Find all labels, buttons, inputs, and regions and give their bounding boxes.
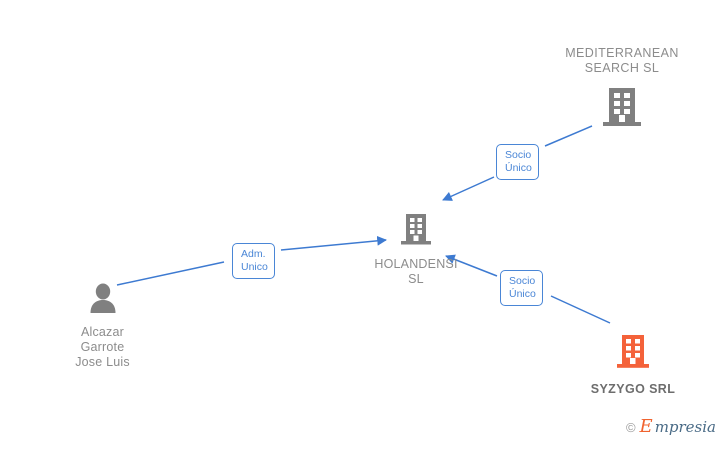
relation-label-adm-unico-person[interactable]: Adm. Unico <box>232 243 275 279</box>
building-icon <box>400 212 432 251</box>
brand-initial: E <box>639 416 653 437</box>
copyright-icon: © <box>625 419 636 435</box>
node-label-holandensi: HOLANDENSI SL <box>374 257 458 286</box>
node-label-mediterranean: MEDITERRANEAN SEARCH SL <box>565 46 679 75</box>
node-label-person: Alcazar Garrote Jose Luis <box>75 325 130 369</box>
edge-syzygo-to-holandensi <box>550 295 611 324</box>
relation-label-socio-unico-syzygo[interactable]: Socio Único <box>500 270 543 306</box>
node-syzygo-srl[interactable]: SYZYGO SRL <box>578 333 688 397</box>
building-icon <box>616 333 650 374</box>
edge-mediterranean-to-holandensi <box>544 125 593 147</box>
relation-label-socio-unico-mediterranean[interactable]: Socio Único <box>496 144 539 180</box>
edge-person-to-holandensi-tail <box>280 235 387 251</box>
empresia-watermark: © E mpresia <box>626 418 716 436</box>
node-alcazar-garrote-jose-luis[interactable]: Alcazar Garrote Jose Luis <box>55 283 150 370</box>
edge-person-to-holandensi <box>116 261 225 286</box>
node-holandensi-sl[interactable]: HOLANDENSI SL <box>360 212 472 287</box>
building-icon <box>602 86 642 133</box>
brand-name: mpresia <box>654 417 716 436</box>
person-icon <box>87 283 119 318</box>
edge-syzygo-to-holandensi-tail <box>445 254 498 277</box>
node-mediterranean-search-sl[interactable]: MEDITERRANEAN SEARCH SL <box>557 46 687 133</box>
edge-mediterranean-to-holandensi-tail <box>442 176 495 201</box>
node-label-syzygo: SYZYGO SRL <box>590 382 676 396</box>
